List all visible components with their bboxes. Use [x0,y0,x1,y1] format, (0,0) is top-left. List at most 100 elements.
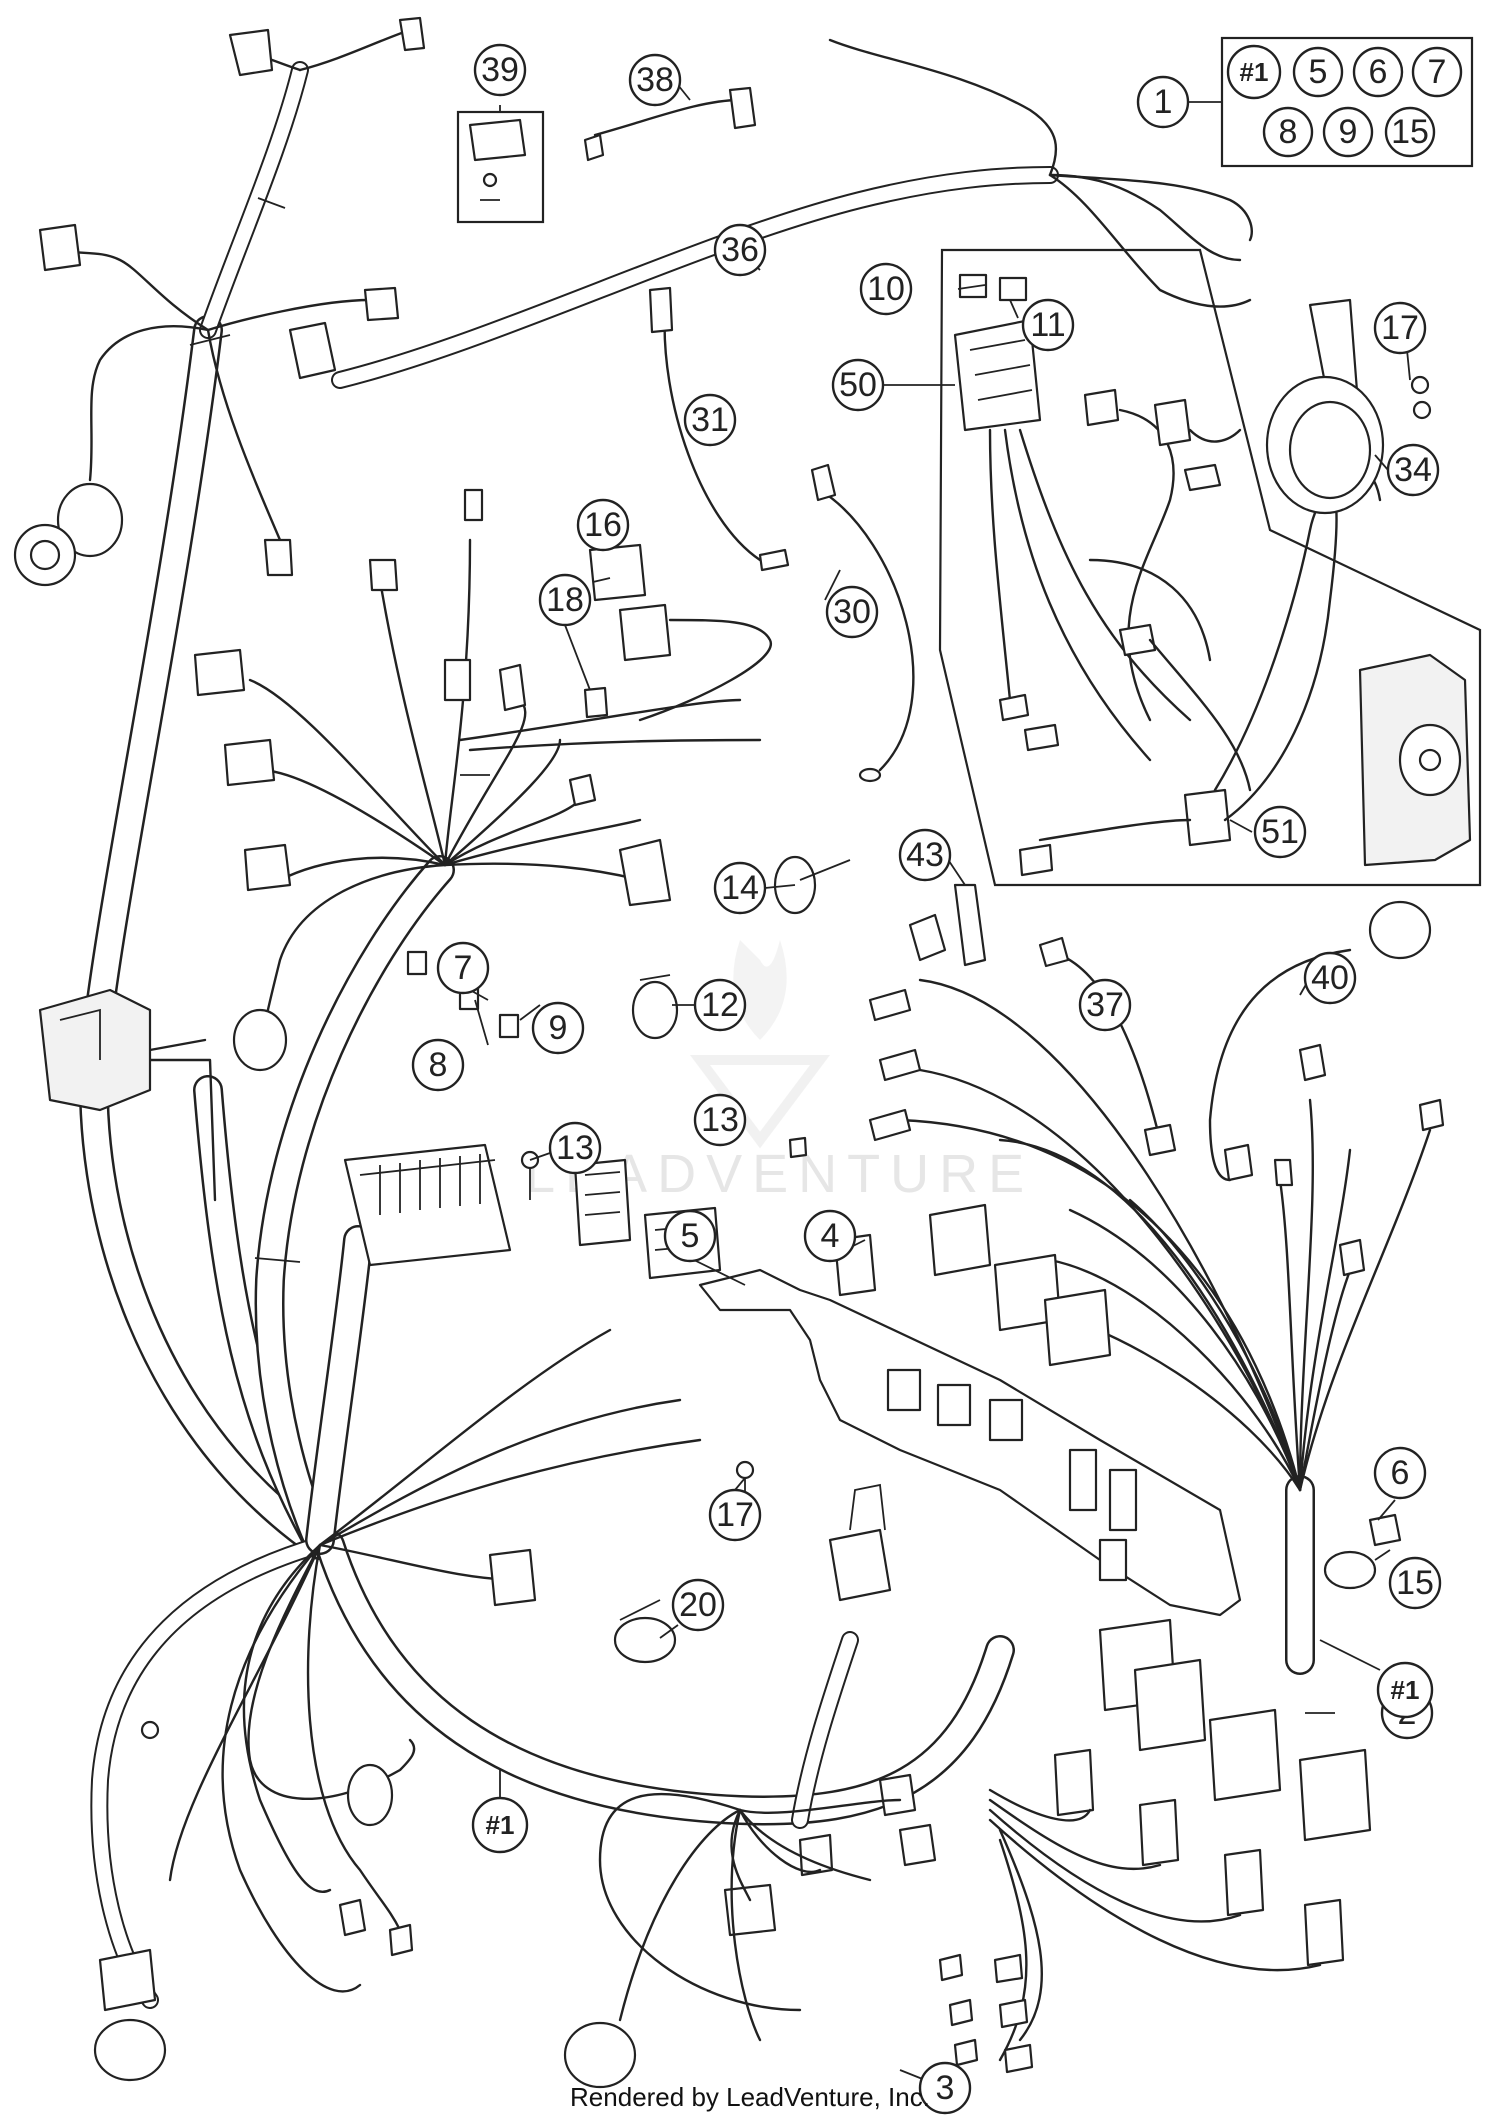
kit-item-6: 6 [1352,46,1404,98]
svg-text:1: 1 [1154,83,1173,121]
svg-text:17: 17 [716,1496,754,1534]
connector-mid-8 [618,838,672,907]
svg-text:34: 34 [1394,451,1432,489]
part-15-clamp [1323,1550,1377,1590]
svg-text:20: 20 [679,1586,717,1624]
callout-40: 40 [1303,951,1357,1005]
part-20-button [613,1616,677,1664]
subharness-outline [938,248,1482,887]
part-38-sensor [728,86,757,130]
svg-text:8: 8 [1279,113,1298,151]
svg-text:31: 31 [691,401,729,439]
svg-text:#1: #1 [486,1810,515,1840]
callout-h1a: #1 [471,1796,529,1854]
connector-bottom-2 [346,1763,394,1827]
svg-text:51: 51 [1261,813,1299,851]
svg-text:43: 43 [906,836,944,874]
relay-3 [1208,1708,1282,1802]
connector-left-1 [38,223,82,272]
part-37-sensor [1038,936,1070,968]
cable-36 [288,38,1253,389]
bracket-holes [886,1368,1138,1582]
svg-text:5: 5 [681,1217,700,1255]
callout-13b: 13 [548,1121,602,1175]
relay-block-50 [953,318,1042,432]
part-16-connector [618,603,672,662]
kit-item-8: 8 [1262,106,1314,158]
part-16-block [588,543,647,602]
callout-12: 12 [693,978,747,1032]
svg-text:9: 9 [549,1009,568,1047]
svg-text:4: 4 [821,1217,840,1255]
connector-center-1 [723,1883,777,1937]
kit-item-15: 15 [1384,106,1436,158]
callout-34: 34 [1386,443,1440,497]
connectors [13,16,1445,2089]
relay-socket-3 [1223,1848,1265,1917]
connector-mid-5 [463,488,484,522]
round-connector-center [563,2021,637,2089]
callout-16: 16 [576,498,630,552]
callout-5: 5 [663,1209,717,1263]
svg-text:11: 11 [1030,306,1065,344]
connector-mid-1 [193,648,246,697]
screw-17a [735,1460,755,1480]
fuse-box [343,1143,512,1267]
connector-junction-1 [488,1548,537,1607]
svg-text:16: 16 [584,506,622,544]
callout-h1b: #1 [1376,1661,1434,1719]
relay-4 [1298,1748,1372,1842]
connector-mid-7 [498,663,527,712]
svg-text:#1: #1 [1391,1675,1420,1705]
callout-4: 4 [803,1209,857,1263]
svg-text:39: 39 [481,51,519,89]
svg-text:17: 17 [1381,309,1419,347]
relay-socket-2 [1138,1798,1180,1867]
svg-text:30: 30 [833,593,871,631]
svg-text:13: 13 [556,1129,594,1167]
callout-31: 31 [683,393,737,447]
relay-2 [1133,1658,1207,1752]
fuse-small-1 [406,950,428,976]
callout-51: 51 [1253,805,1307,859]
callouts: 1 2 3 4 5 6 7 8 9 10 11 12 13 13 14 15 1… [411,43,1442,2115]
part-43-strip [953,883,987,967]
svg-text:38: 38 [636,61,674,99]
callout-15: 15 [1388,1556,1442,1610]
svg-text:15: 15 [1391,113,1429,151]
kit-box: #1 5 6 7 8 9 15 [1220,36,1474,168]
small-parts [406,86,1432,1664]
connector-top-2 [398,16,426,52]
callout-7: 7 [436,941,490,995]
relay-socket-1 [1053,1748,1095,1817]
callout-11: 11 [1021,298,1075,352]
svg-text:3: 3 [936,2069,955,2107]
callout-20: 20 [671,1578,725,1632]
svg-text:7: 7 [454,949,473,987]
svg-text:6: 6 [1369,53,1388,91]
connector-bottom-1 [98,1948,157,2012]
svg-text:14: 14 [721,869,759,907]
center-plug [828,1528,892,1602]
callout-14: 14 [713,861,767,915]
multi-connector-3 [928,1203,992,1277]
ring-terminal [140,1720,160,1740]
svg-text:9: 9 [1339,113,1358,151]
callout-39: 39 [473,43,527,97]
callout-17a: 17 [1373,301,1427,355]
callout-50: 50 [831,358,885,412]
subharness-box [938,248,1482,887]
round-connector-bottom [93,2018,167,2082]
callout-38: 38 [628,53,682,107]
svg-text:15: 15 [1396,1564,1434,1602]
part-6-screw [1368,1513,1402,1547]
callout-17b: 17 [708,1488,762,1542]
screw-17b [1410,375,1430,395]
svg-text:37: 37 [1086,986,1124,1024]
footer-credit: Rendered by LeadVenture, Inc. [570,2082,930,2112]
svg-text:8: 8 [429,1046,448,1084]
multi-connector-5 [1043,1288,1112,1367]
callout-36: 36 [713,223,767,277]
part-12-clamp [631,980,679,1040]
